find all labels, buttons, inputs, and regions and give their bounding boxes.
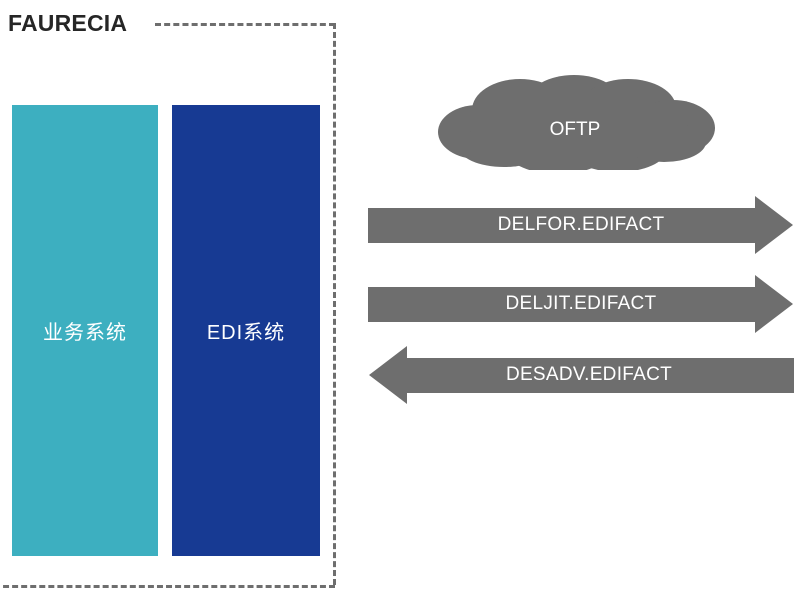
message-arrow-desadv[interactable]: DESADV.EDIFACT xyxy=(368,345,794,405)
boundary-bottom-edge xyxy=(0,585,335,588)
business-system-box[interactable]: 业务系统 xyxy=(12,105,158,556)
arrow-right-icon xyxy=(368,196,793,254)
business-system-label: 业务系统 xyxy=(43,322,127,344)
oftp-cloud-label-line2: via Internet xyxy=(528,169,622,190)
message-arrow-delfor[interactable]: DELFOR.EDIFACT xyxy=(368,195,794,255)
message-arrow-deljit[interactable]: DELJIT.EDIFACT xyxy=(368,274,794,334)
page-title: FAURECIA xyxy=(8,10,128,36)
arrow-right-icon xyxy=(368,275,793,333)
boundary-top-edge xyxy=(155,23,335,26)
edi-system-label: EDI系统 xyxy=(206,322,286,344)
edi-system-box[interactable]: EDI系统 xyxy=(172,105,320,556)
oftp-cloud-node[interactable]: OFTP via Internet xyxy=(432,70,718,190)
arrow-left-icon xyxy=(369,346,794,404)
boundary-right-edge xyxy=(333,23,336,585)
cloud-icon xyxy=(438,75,715,170)
